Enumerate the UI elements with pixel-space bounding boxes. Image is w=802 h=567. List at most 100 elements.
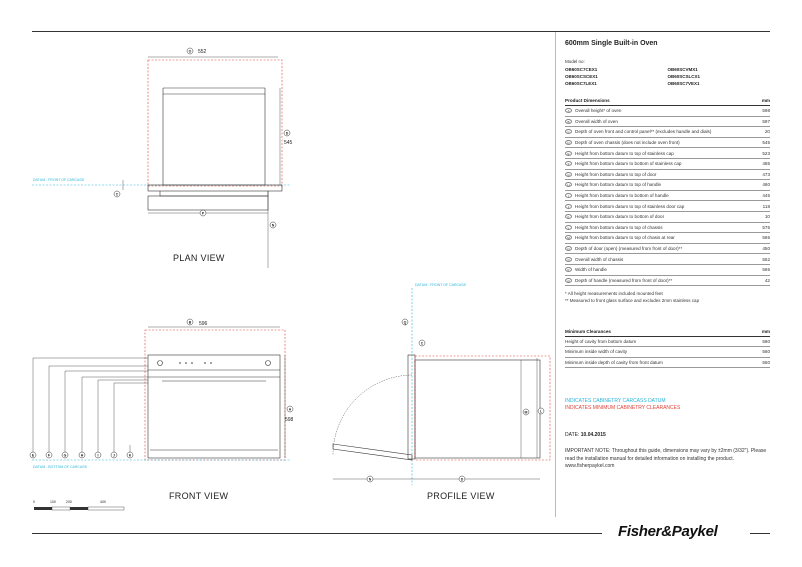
dimension-value: 445 — [742, 190, 770, 202]
dimension-id-badge: G — [565, 171, 572, 177]
datum-bottom-label: DATUM - BOTTOM OF CARCASS — [33, 465, 88, 469]
dimension-id-badge: F — [565, 161, 572, 167]
legend-cyan: INDICATES CABINETRY CARCASS DATUM — [565, 398, 666, 405]
dimension-label: Depth of oven front and control panel** … — [575, 129, 712, 135]
profile-view-label: PROFILE VIEW — [427, 491, 495, 501]
dimension-label: Height from bottom datum to top of stain… — [575, 203, 685, 209]
brand-logo: Fisher&Paykel — [618, 523, 718, 540]
model-no: OB60SCVMX1 — [667, 67, 698, 72]
dimension-id-badge: M — [565, 235, 572, 241]
column-divider — [555, 32, 556, 517]
svg-text:G: G — [64, 454, 67, 458]
clearance-value: 560 — [742, 346, 770, 358]
dimension-id-badge: I — [565, 193, 572, 199]
date: DATE: 10.04.2015 — [565, 432, 770, 438]
dimension-value: 10 — [742, 211, 770, 223]
svg-text:B: B — [189, 321, 192, 325]
product-title: 600mm Single Built-in Oven — [565, 40, 658, 47]
spec-panel: 600mm Single Built-in Oven Model no: OB6… — [565, 40, 770, 470]
svg-text:H: H — [81, 454, 84, 458]
model-no: OB60SC7CEX1 — [565, 67, 598, 72]
clearances-table: Minimum Clearances mm Height of cavity f… — [565, 326, 770, 369]
svg-text:E: E — [32, 454, 35, 458]
legend: INDICATES CABINETRY CARCASS DATUM INDICA… — [565, 398, 770, 412]
clearances-header: Minimum Clearances — [565, 326, 742, 337]
scale-0: 0 — [33, 500, 35, 504]
legend-red: INDICATES MINIMUM CABINETRY CLEARANCES — [565, 405, 681, 412]
dimension-value: 598 — [742, 105, 770, 117]
model-list: OB60SC7CEX1 OB60SCVMX1 OB60SCSCEX1 OB60S… — [565, 67, 770, 86]
date-value: 10.04.2015 — [580, 432, 606, 439]
bottom-rule-right — [750, 533, 770, 534]
scale-100: 100 — [50, 500, 56, 504]
svg-text:N: N — [369, 478, 372, 482]
dimension-label: Overall width of chassis — [575, 256, 624, 262]
dimension-id-badge: E — [565, 150, 572, 156]
bottom-rule — [32, 533, 602, 534]
dimension-id-badge: C — [565, 129, 572, 135]
dimension-id-badge: K — [565, 214, 572, 220]
dimension-value: 42 — [742, 275, 770, 287]
front-view-drawing: B 596 DATUM - BOTTOM OF CARCASS A 598 E … — [29, 318, 294, 469]
important-note: IMPORTANT NOTE: Throughout this guide, d… — [565, 448, 767, 469]
datum-front-label: DATUM - FRONT OF CARCASS — [33, 178, 85, 182]
plan-view-label: PLAN VIEW — [173, 253, 225, 263]
svg-text:P: P — [202, 212, 205, 216]
unit-header: mm — [742, 96, 770, 106]
plan-view-drawing: O 552 DATUM - FRONT OF CARCASS P D 545 N… — [32, 47, 293, 268]
dimension-value: 523 — [742, 147, 770, 159]
dimension-id-badge: Q — [565, 277, 572, 283]
dimension-value: 118 — [742, 200, 770, 212]
dimension-value: 473 — [742, 169, 770, 181]
dimension-value: 450 — [742, 243, 770, 255]
dimension-label: Width of handle — [575, 267, 607, 273]
dimension-label: Height from bottom datum to top of door — [575, 171, 657, 177]
dimension-id-badge: B — [565, 118, 572, 124]
dimension-id-badge: D — [565, 140, 572, 146]
dimension-id-badge: A — [565, 108, 572, 114]
model-label: Model no: — [565, 59, 585, 64]
dimension-label: Depth of door (open) (measured from fron… — [575, 246, 683, 252]
dimension-label: Height from bottom datum to bottom of do… — [575, 214, 665, 220]
dimension-label: Height from bottom datum to top of stain… — [575, 150, 674, 156]
dimension-value: 20 — [742, 126, 770, 138]
svg-text:D: D — [286, 132, 289, 136]
dimension-value: 565 — [742, 264, 770, 276]
scale-bar: 0 100 200 400 — [33, 500, 125, 511]
dimension-label: Overall height* of oven — [575, 108, 622, 114]
scale-400: 400 — [100, 500, 106, 504]
clearance-value: 550 — [742, 357, 770, 369]
dimension-value: 552 — [742, 253, 770, 265]
dimension-value: 575 — [742, 222, 770, 234]
clearances-unit: mm — [742, 326, 770, 337]
dimension-label: Overall width of oven — [575, 118, 618, 124]
dimension-label: Height from bottom datum to top of chasi… — [575, 235, 675, 241]
svg-text:Q: Q — [404, 321, 407, 325]
svg-text:A: A — [289, 408, 292, 412]
model-no: OB60SC7LEX1 — [565, 81, 597, 86]
clearance-label: Minimum inside depth of cavity from fron… — [565, 357, 742, 369]
dimension-label: Depth of handle (measured from front of … — [575, 277, 673, 283]
